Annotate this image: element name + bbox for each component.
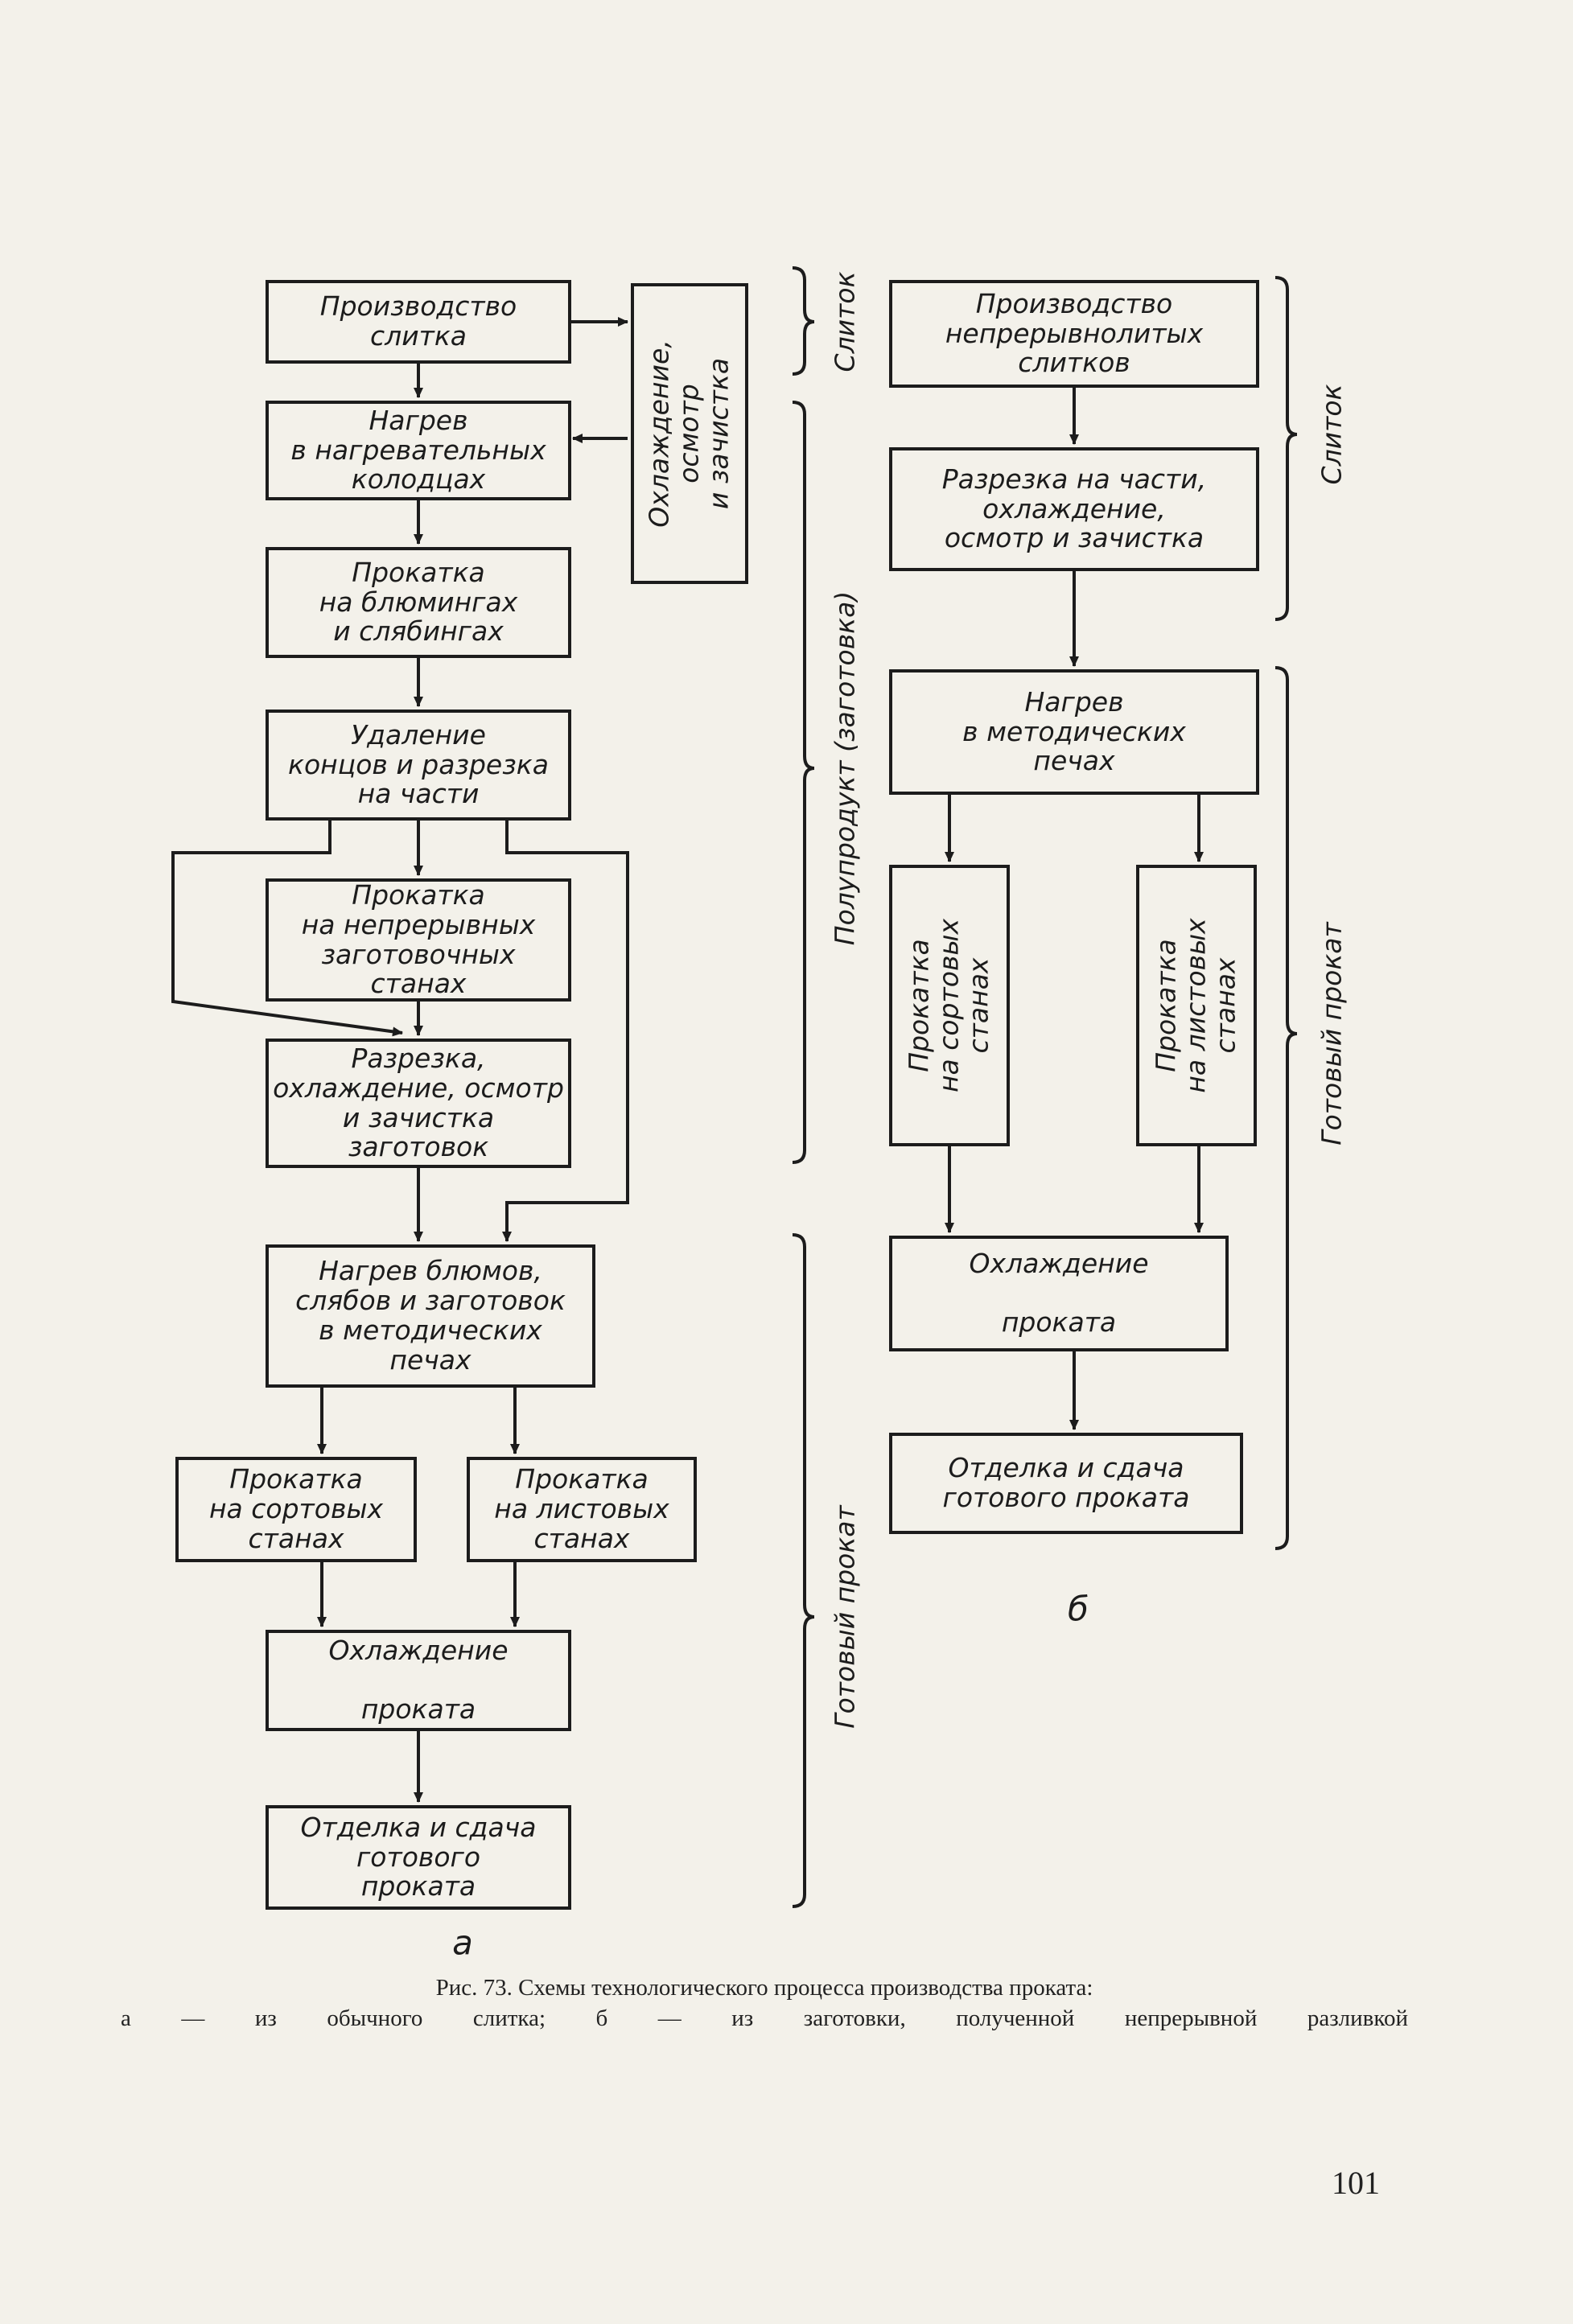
box-b-plate-mill bbox=[1136, 865, 1257, 1146]
bypass-right bbox=[502, 821, 629, 1242]
box-a-side-inspection bbox=[631, 283, 748, 584]
brace-b-finished bbox=[1274, 666, 1298, 1550]
brace-b-ingot bbox=[1274, 276, 1298, 621]
letter-a: а bbox=[452, 1923, 473, 1963]
box-b-cutting: Разрезка на части, охлаждение, осмотр и … bbox=[889, 447, 1259, 571]
box-b-plate-mill-text: Прокатка на листовых станах bbox=[1150, 918, 1242, 1093]
box-a-ingot-production: Производство слитка bbox=[266, 280, 571, 364]
letter-b: б bbox=[1068, 1589, 1089, 1629]
box-a-billet-finishing: Разрезка, охлаждение, осмотр и зачистка … bbox=[266, 1039, 571, 1168]
label-b-finished: Готовый прокат bbox=[1316, 922, 1348, 1146]
box-b-continuous-casting: Производство непрерывнолитых слитков bbox=[889, 280, 1259, 388]
label-a-ingot: Слиток bbox=[829, 271, 861, 372]
label-a-semi: Полупродукт (заготовка) bbox=[829, 590, 861, 946]
page-number: 101 bbox=[1332, 2165, 1380, 2201]
figure-caption-title: Рис. 73. Схемы технологического процесса… bbox=[435, 1975, 1093, 2001]
box-b-dispatch: Отделка и сдача готового проката bbox=[889, 1433, 1243, 1534]
box-a-section-mill: Прокатка на сортовых станах bbox=[175, 1457, 417, 1562]
box-b-reheating: Нагрев в методических печах bbox=[889, 669, 1259, 795]
side-inspection-text: Охлаждение, осмотр и зачистка bbox=[643, 339, 735, 528]
figure-caption-legend: а — из обычного слитка; б — из заготовки… bbox=[121, 2005, 1408, 2031]
box-a-cooling: Охлаждение проката bbox=[266, 1630, 571, 1731]
brace-a-finished bbox=[792, 1233, 815, 1908]
box-a-blooming: Прокатка на блюмингах и слябингах bbox=[266, 547, 571, 658]
box-a-reheating: Нагрев блюмов, слябов и заготовок в мето… bbox=[266, 1244, 595, 1388]
box-a-plate-mill: Прокатка на листовых станах bbox=[467, 1457, 697, 1562]
box-a-dispatch: Отделка и сдача готового проката bbox=[266, 1805, 571, 1910]
box-a-cropping: Удаление концов и разрезка на части bbox=[266, 710, 571, 821]
brace-a-semi bbox=[792, 401, 815, 1164]
label-a-finished: Готовый прокат bbox=[829, 1505, 861, 1729]
box-b-section-mill-text: Прокатка на сортовых станах bbox=[903, 919, 994, 1093]
label-b-ingot: Слиток bbox=[1316, 384, 1348, 485]
box-b-section-mill bbox=[889, 865, 1010, 1146]
bypass-left bbox=[171, 821, 403, 1037]
box-a-heating-pits: Нагрев в нагревательных колодцах bbox=[266, 401, 571, 500]
brace-a-ingot bbox=[792, 266, 815, 376]
box-a-continuous-billet-mill: Прокатка на непрерывных заготовочных ста… bbox=[266, 878, 571, 1002]
box-b-cooling: Охлаждение проката bbox=[889, 1236, 1229, 1351]
